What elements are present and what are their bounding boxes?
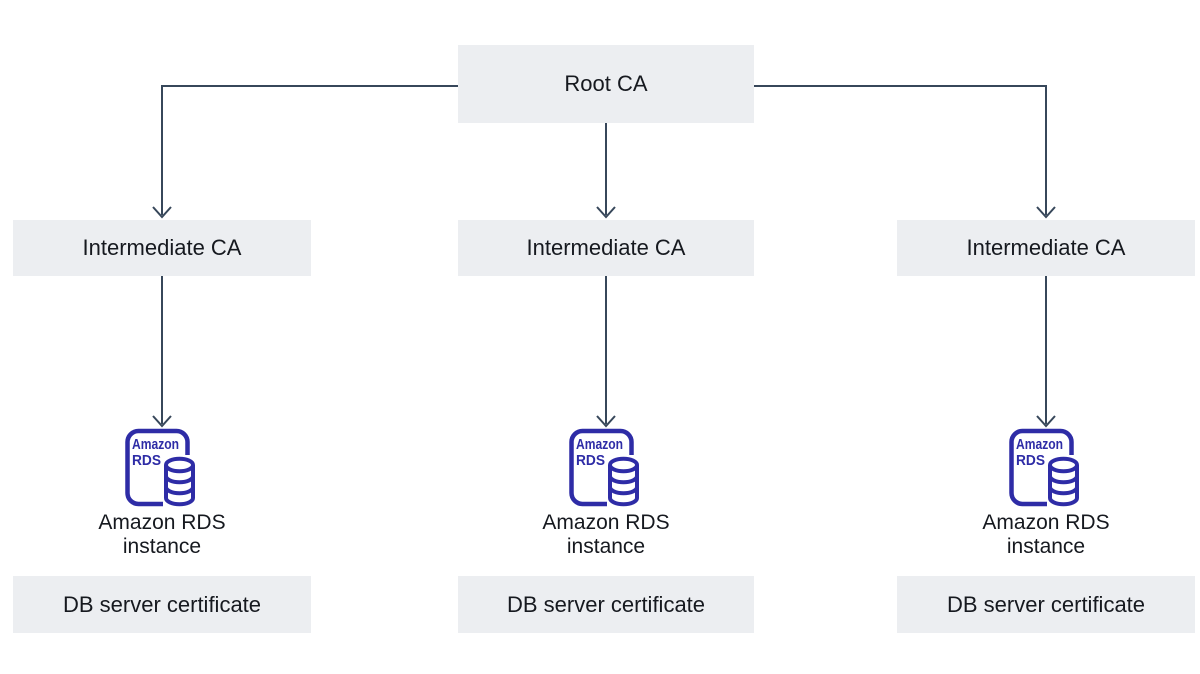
root-ca-box: Root CA [458, 45, 754, 123]
rds-instance-label: Amazon RDS instance [496, 511, 716, 559]
db-server-certificate-label: DB server certificate [506, 591, 706, 617]
arrow-root-to-intermediate-left [161, 85, 458, 215]
arrowhead-intermediate-right [1036, 206, 1056, 219]
rds-instance-label: Amazon RDS instance [52, 511, 272, 559]
db-server-certificate-label: DB server certificate [62, 591, 262, 617]
amazon-rds-icon: Amazon RDS [569, 428, 644, 508]
rds-instance-label-line2: instance [122, 535, 202, 558]
arrow-root-to-intermediate-right [754, 85, 1047, 215]
intermediate-ca-label: Intermediate CA [82, 235, 242, 260]
intermediate-ca-box: Intermediate CA [897, 220, 1195, 276]
arrowhead-rds-right [1036, 415, 1056, 428]
rds-instance-label-line1: Amazon RDS [98, 511, 226, 534]
db-server-certificate-box: DB server certificate [897, 576, 1195, 633]
intermediate-ca-box: Intermediate CA [458, 220, 754, 276]
rds-instance-label-line2: instance [1006, 535, 1086, 558]
rds-icon-label-line2: RDS [576, 452, 605, 469]
intermediate-ca-box: Intermediate CA [13, 220, 311, 276]
rds-icon-label-line1: Amazon [576, 436, 623, 453]
amazon-rds-icon: Amazon RDS [125, 428, 200, 508]
intermediate-ca-label: Intermediate CA [966, 235, 1126, 260]
rds-instance-label-line1: Amazon RDS [982, 511, 1110, 534]
rds-icon-label-line1: Amazon [132, 436, 179, 453]
db-server-certificate-box: DB server certificate [13, 576, 311, 633]
arrowhead-rds-left [152, 415, 172, 428]
rds-icon-label-line1: Amazon [1016, 436, 1063, 453]
rds-instance-label: Amazon RDS instance [936, 511, 1156, 559]
rds-icon-label-line2: RDS [132, 452, 161, 469]
arrowhead-rds-middle [596, 415, 616, 428]
amazon-rds-icon: Amazon RDS [1009, 428, 1084, 508]
db-server-certificate-box: DB server certificate [458, 576, 754, 633]
rds-instance-label-line1: Amazon RDS [542, 511, 670, 534]
rds-instance-label-line2: instance [566, 535, 646, 558]
rds-icon-label-line2: RDS [1016, 452, 1045, 469]
arrowhead-intermediate-left [152, 206, 172, 219]
db-server-certificate-label: DB server certificate [946, 591, 1146, 617]
arrowhead-intermediate-middle [596, 206, 616, 219]
intermediate-ca-label: Intermediate CA [526, 235, 686, 260]
root-ca-label: Root CA [564, 71, 648, 96]
